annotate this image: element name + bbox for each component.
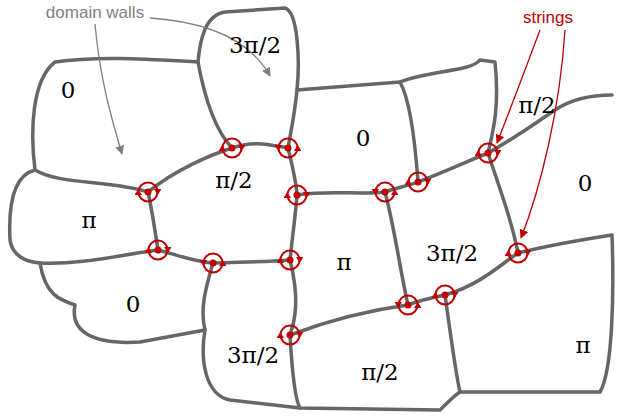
phase-label: π (81, 209, 96, 232)
phase-label: 0 (61, 79, 76, 102)
phase-label: 0 (126, 293, 141, 316)
phase-label: 3π/2 (227, 344, 279, 367)
phase-label: π (336, 251, 351, 274)
annotation-label: strings (523, 9, 573, 26)
phase-label: 0 (356, 127, 371, 150)
phase-label: 3π/2 (229, 34, 281, 57)
phase-label: 0 (578, 172, 593, 195)
phase-label: 3π/2 (426, 242, 478, 265)
phase-label: π/2 (518, 94, 556, 117)
domain-walls (10, 8, 613, 410)
phase-label: π/2 (361, 361, 399, 384)
phase-label: π (575, 334, 590, 357)
strings (135, 139, 532, 345)
annotation-label: domain walls (46, 4, 144, 21)
leader-arrows (95, 18, 565, 238)
phase-label: π/2 (215, 169, 253, 192)
